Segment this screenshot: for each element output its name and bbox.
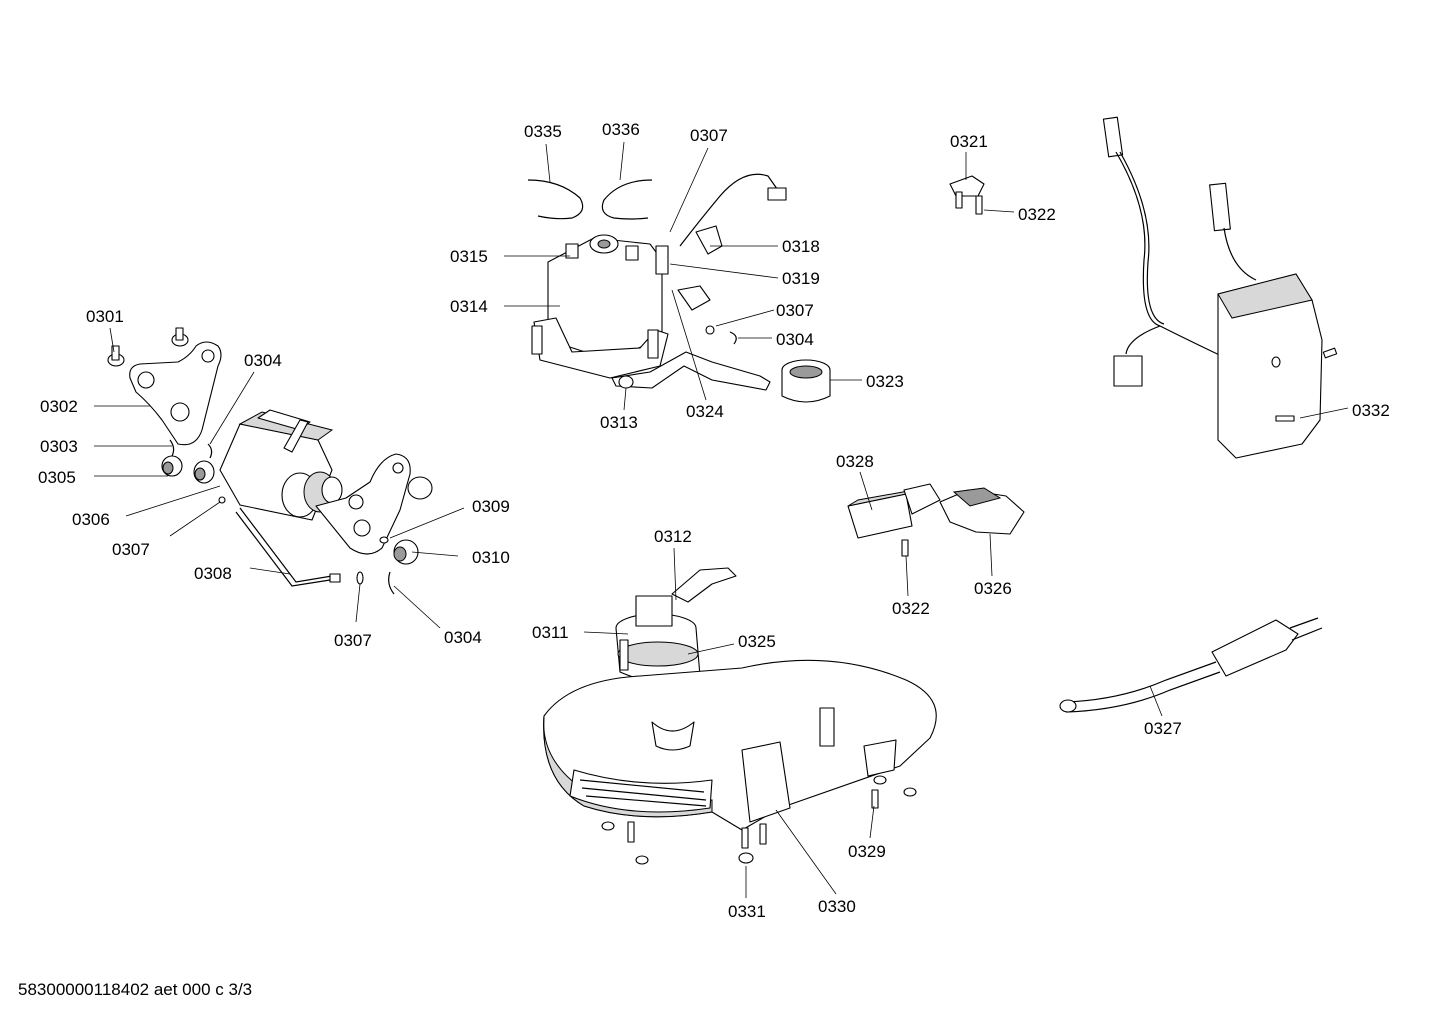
callout-label: 0314 (450, 297, 488, 316)
screw-bracket-part (949, 175, 985, 215)
callout-label: 0309 (472, 497, 510, 516)
callout-label: 0331 (728, 902, 766, 921)
fitting-part (161, 455, 183, 477)
callout-label: 0307 (690, 126, 728, 145)
pump-assembly (107, 327, 433, 595)
callout-label: 0336 (602, 120, 640, 139)
thermoblock-assembly (527, 173, 831, 403)
callout-label: 0327 (1144, 719, 1182, 738)
callout-label: 0312 (654, 527, 692, 546)
callout-label: 0305 (38, 468, 76, 487)
callout-label: 0323 (866, 372, 904, 391)
control-module-assembly (1102, 116, 1338, 459)
base-assembly (543, 567, 937, 865)
callout-label: 0332 (1352, 401, 1390, 420)
callout-label: 0304 (776, 330, 814, 349)
hose-part (235, 511, 331, 587)
callout-label: 0322 (1018, 205, 1056, 224)
callout-label: 0326 (974, 579, 1012, 598)
callout-label: 0315 (450, 247, 488, 266)
callout-label: 0328 (836, 452, 874, 471)
screw-part (107, 345, 125, 367)
callout-label: 0324 (686, 402, 724, 421)
callout-label: 0301 (86, 307, 124, 326)
screw-part (171, 327, 189, 347)
wire-part (601, 179, 653, 220)
fitting-part (781, 359, 831, 403)
document-id: 58300000118402 aet 000 c 3/3 (18, 980, 253, 999)
fitting-part (193, 460, 215, 484)
callout-label: 0307 (334, 631, 372, 650)
switch-part (939, 487, 1025, 535)
callout-label: 0319 (782, 269, 820, 288)
callout-label: 0313 (600, 413, 638, 432)
callout-label: 0310 (472, 548, 510, 567)
callout-label: 0304 (444, 628, 482, 647)
callout-label: 0330 (818, 897, 856, 916)
callout-label: 0321 (950, 132, 988, 151)
callout-label: 0329 (848, 842, 886, 861)
switch-part (847, 483, 941, 557)
callout-label: 0304 (244, 351, 282, 370)
callout-label: 0322 (892, 599, 930, 618)
callout-label: 0307 (776, 301, 814, 320)
callout-label: 0335 (524, 122, 562, 141)
power-cord-part (1059, 617, 1323, 713)
callout-label: 0311 (532, 623, 569, 642)
callout-labels: 0301 0302 0303 0304 0305 0306 0307 0308 … (38, 120, 1390, 921)
callout-label: 0302 (40, 397, 78, 416)
callout-label: 0306 (72, 510, 110, 529)
callout-label: 0318 (782, 237, 820, 256)
callout-label: 0308 (194, 564, 232, 583)
leader-lines (94, 141, 1349, 898)
bracket-plate (129, 341, 222, 446)
wire-part (527, 179, 584, 220)
valve-part (393, 539, 419, 565)
callout-label: 0325 (738, 632, 776, 651)
callout-label: 0307 (112, 540, 150, 559)
callout-label: 0303 (40, 437, 78, 456)
